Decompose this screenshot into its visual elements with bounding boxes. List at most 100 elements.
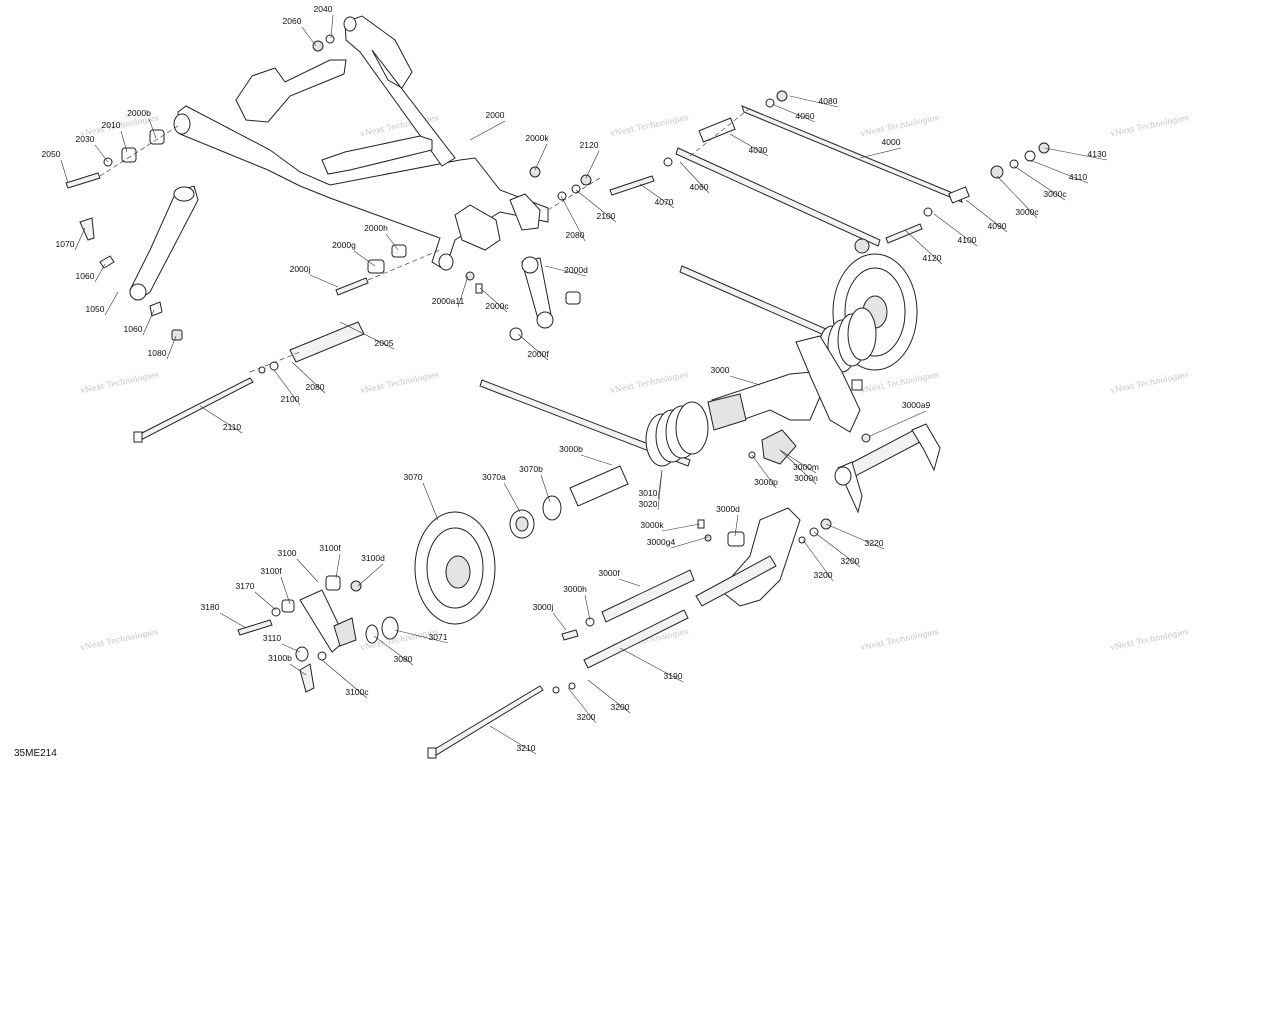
- washer-4060-lower: [663, 157, 673, 167]
- part-callout-3200[interactable]: 3200: [611, 702, 630, 712]
- part-callout-2005[interactable]: 2005: [375, 338, 394, 348]
- part-callout-2060[interactable]: 2060: [283, 16, 302, 26]
- part-callout-2040[interactable]: 2040: [314, 4, 333, 14]
- part-callout-3000j[interactable]: 3000j: [533, 602, 554, 612]
- figure-code: 35ME214: [14, 748, 57, 759]
- part-callout-2010[interactable]: 2010: [102, 120, 121, 130]
- part-callout-3170[interactable]: 3170: [236, 581, 255, 591]
- part-callout-3190[interactable]: 3190: [664, 671, 683, 681]
- bushing-3100f: [325, 575, 341, 591]
- part-callout-3020[interactable]: 3020: [639, 499, 658, 509]
- part-callout-3100[interactable]: 3100: [278, 548, 297, 558]
- part-callout-3100b[interactable]: 3100b: [268, 653, 292, 663]
- part-callout-4100[interactable]: 4100: [958, 235, 977, 245]
- part-callout-2110[interactable]: 2110: [223, 422, 242, 432]
- leader-line: [301, 26, 317, 47]
- leader-line: [148, 118, 157, 139]
- part-callout-2120[interactable]: 2120: [580, 140, 599, 150]
- part-callout-2000k[interactable]: 2000k: [525, 133, 549, 143]
- part-callout-1060[interactable]: 1060: [124, 324, 143, 334]
- part-callout-2000[interactable]: 2000: [486, 110, 505, 120]
- part-callout-3000c[interactable]: 3000c: [1015, 207, 1039, 217]
- part-callout-3200[interactable]: 3200: [841, 556, 860, 566]
- part-callout-3070[interactable]: 3070: [404, 472, 423, 482]
- part-callout-3000g4[interactable]: 3000g4: [647, 537, 676, 547]
- part-callout-3100f[interactable]: 3100f: [319, 543, 341, 553]
- part-callout-2000h[interactable]: 2000h: [364, 223, 388, 233]
- part-callout-4120[interactable]: 4120: [923, 253, 942, 263]
- part-callout-3000a9[interactable]: 3000a9: [902, 400, 931, 410]
- bushing-4090: [948, 186, 970, 204]
- part-callout-3110[interactable]: 3110: [263, 633, 282, 643]
- part-callout-2000d[interactable]: 2000d: [564, 265, 588, 275]
- leader-line: [469, 120, 506, 141]
- part-callout-4080[interactable]: 4080: [819, 96, 838, 106]
- leader-line: [618, 578, 641, 587]
- part-callout-2000j[interactable]: 2000j: [290, 264, 311, 274]
- leader-line: [729, 375, 761, 386]
- watermark: vNext Technologies: [1109, 113, 1190, 139]
- part-callout-3100f[interactable]: 3100f: [260, 566, 282, 576]
- leader-line: [639, 183, 675, 209]
- part-callout-3000m[interactable]: 3000m: [793, 462, 819, 472]
- part-callout-2000a11[interactable]: 2000a11: [432, 296, 465, 306]
- part-callout-4060[interactable]: 4060: [796, 111, 815, 121]
- part-callout-2000b[interactable]: 2000b: [127, 108, 151, 118]
- leader-line: [584, 594, 591, 621]
- part-callout-2080[interactable]: 2080: [306, 382, 325, 392]
- part-callout-3200[interactable]: 3200: [814, 570, 833, 580]
- part-callout-3100c[interactable]: 3100c: [345, 687, 369, 697]
- part-callout-4070[interactable]: 4070: [655, 197, 674, 207]
- part-callout-1060[interactable]: 1060: [76, 271, 95, 281]
- callout-layer: 2060 2040 2000 2000b 2010 2030 2050 2000k 2120 21…: [42, 4, 1108, 755]
- part-callout-3000n[interactable]: 3000n: [794, 473, 818, 483]
- part-callout-3000[interactable]: 3000: [711, 365, 730, 375]
- part-callout-3000c[interactable]: 3000c: [1043, 189, 1067, 199]
- part-callout-4130[interactable]: 4130: [1088, 149, 1107, 159]
- part-callout-2050[interactable]: 2050: [42, 149, 61, 159]
- part-callout-3000f[interactable]: 3000f: [598, 568, 620, 578]
- leader-line: [357, 563, 384, 587]
- leader-line: [619, 647, 684, 683]
- part-callout-3000k[interactable]: 3000k: [640, 520, 664, 530]
- part-callout-3220[interactable]: 3220: [865, 538, 884, 548]
- nut-2120: [580, 174, 592, 186]
- part-callout-3180[interactable]: 3180: [201, 602, 220, 612]
- part-callout-1050[interactable]: 1050: [86, 304, 105, 314]
- leader-line: [517, 333, 549, 361]
- leader-line: [489, 725, 537, 755]
- lower-linkage-assembly: [237, 507, 832, 759]
- part-callout-4090[interactable]: 4090: [988, 221, 1007, 231]
- part-callout-4030[interactable]: 4030: [749, 145, 768, 155]
- leader-line: [580, 454, 613, 466]
- axis-line: [689, 107, 751, 157]
- part-callout-1070[interactable]: 1070: [56, 239, 75, 249]
- part-callout-3070a[interactable]: 3070a: [482, 472, 506, 482]
- part-callout-2100[interactable]: 2100: [597, 211, 616, 221]
- part-callout-3000b[interactable]: 3000b: [559, 444, 583, 454]
- part-callout-2030[interactable]: 2030: [76, 134, 95, 144]
- part-callout-3070b[interactable]: 3070b: [519, 464, 543, 474]
- part-callout-3000h[interactable]: 3000h: [563, 584, 587, 594]
- part-callout-1080[interactable]: 1080: [148, 348, 167, 358]
- part-callout-2080[interactable]: 2080: [566, 230, 585, 240]
- part-callout-3071[interactable]: 3071: [429, 632, 448, 642]
- part-callout-3010[interactable]: 3010: [639, 488, 658, 498]
- bolt-1070: [79, 217, 95, 241]
- part-callout-2100[interactable]: 2100: [281, 394, 300, 404]
- part-callout-3200[interactable]: 3200: [577, 712, 596, 722]
- part-callout-3000d[interactable]: 3000d: [716, 504, 740, 514]
- part-callout-4060[interactable]: 4060: [690, 182, 709, 192]
- part-callout-2000c[interactable]: 2000c: [485, 301, 509, 311]
- part-callout-3210[interactable]: 3210: [517, 743, 536, 753]
- part-callout-3000p[interactable]: 3000p: [754, 477, 778, 487]
- nut-2060: [312, 40, 324, 52]
- leader-line: [540, 474, 551, 503]
- part-callout-3080[interactable]: 3080: [394, 654, 413, 664]
- part-callout-3100d[interactable]: 3100d: [361, 553, 385, 563]
- part-callout-2000g[interactable]: 2000g: [332, 240, 356, 250]
- part-callout-2000f[interactable]: 2000f: [527, 349, 549, 359]
- part-callout-4110[interactable]: 4110: [1069, 172, 1088, 182]
- leader-line: [385, 233, 399, 251]
- part-callout-4000[interactable]: 4000: [882, 137, 901, 147]
